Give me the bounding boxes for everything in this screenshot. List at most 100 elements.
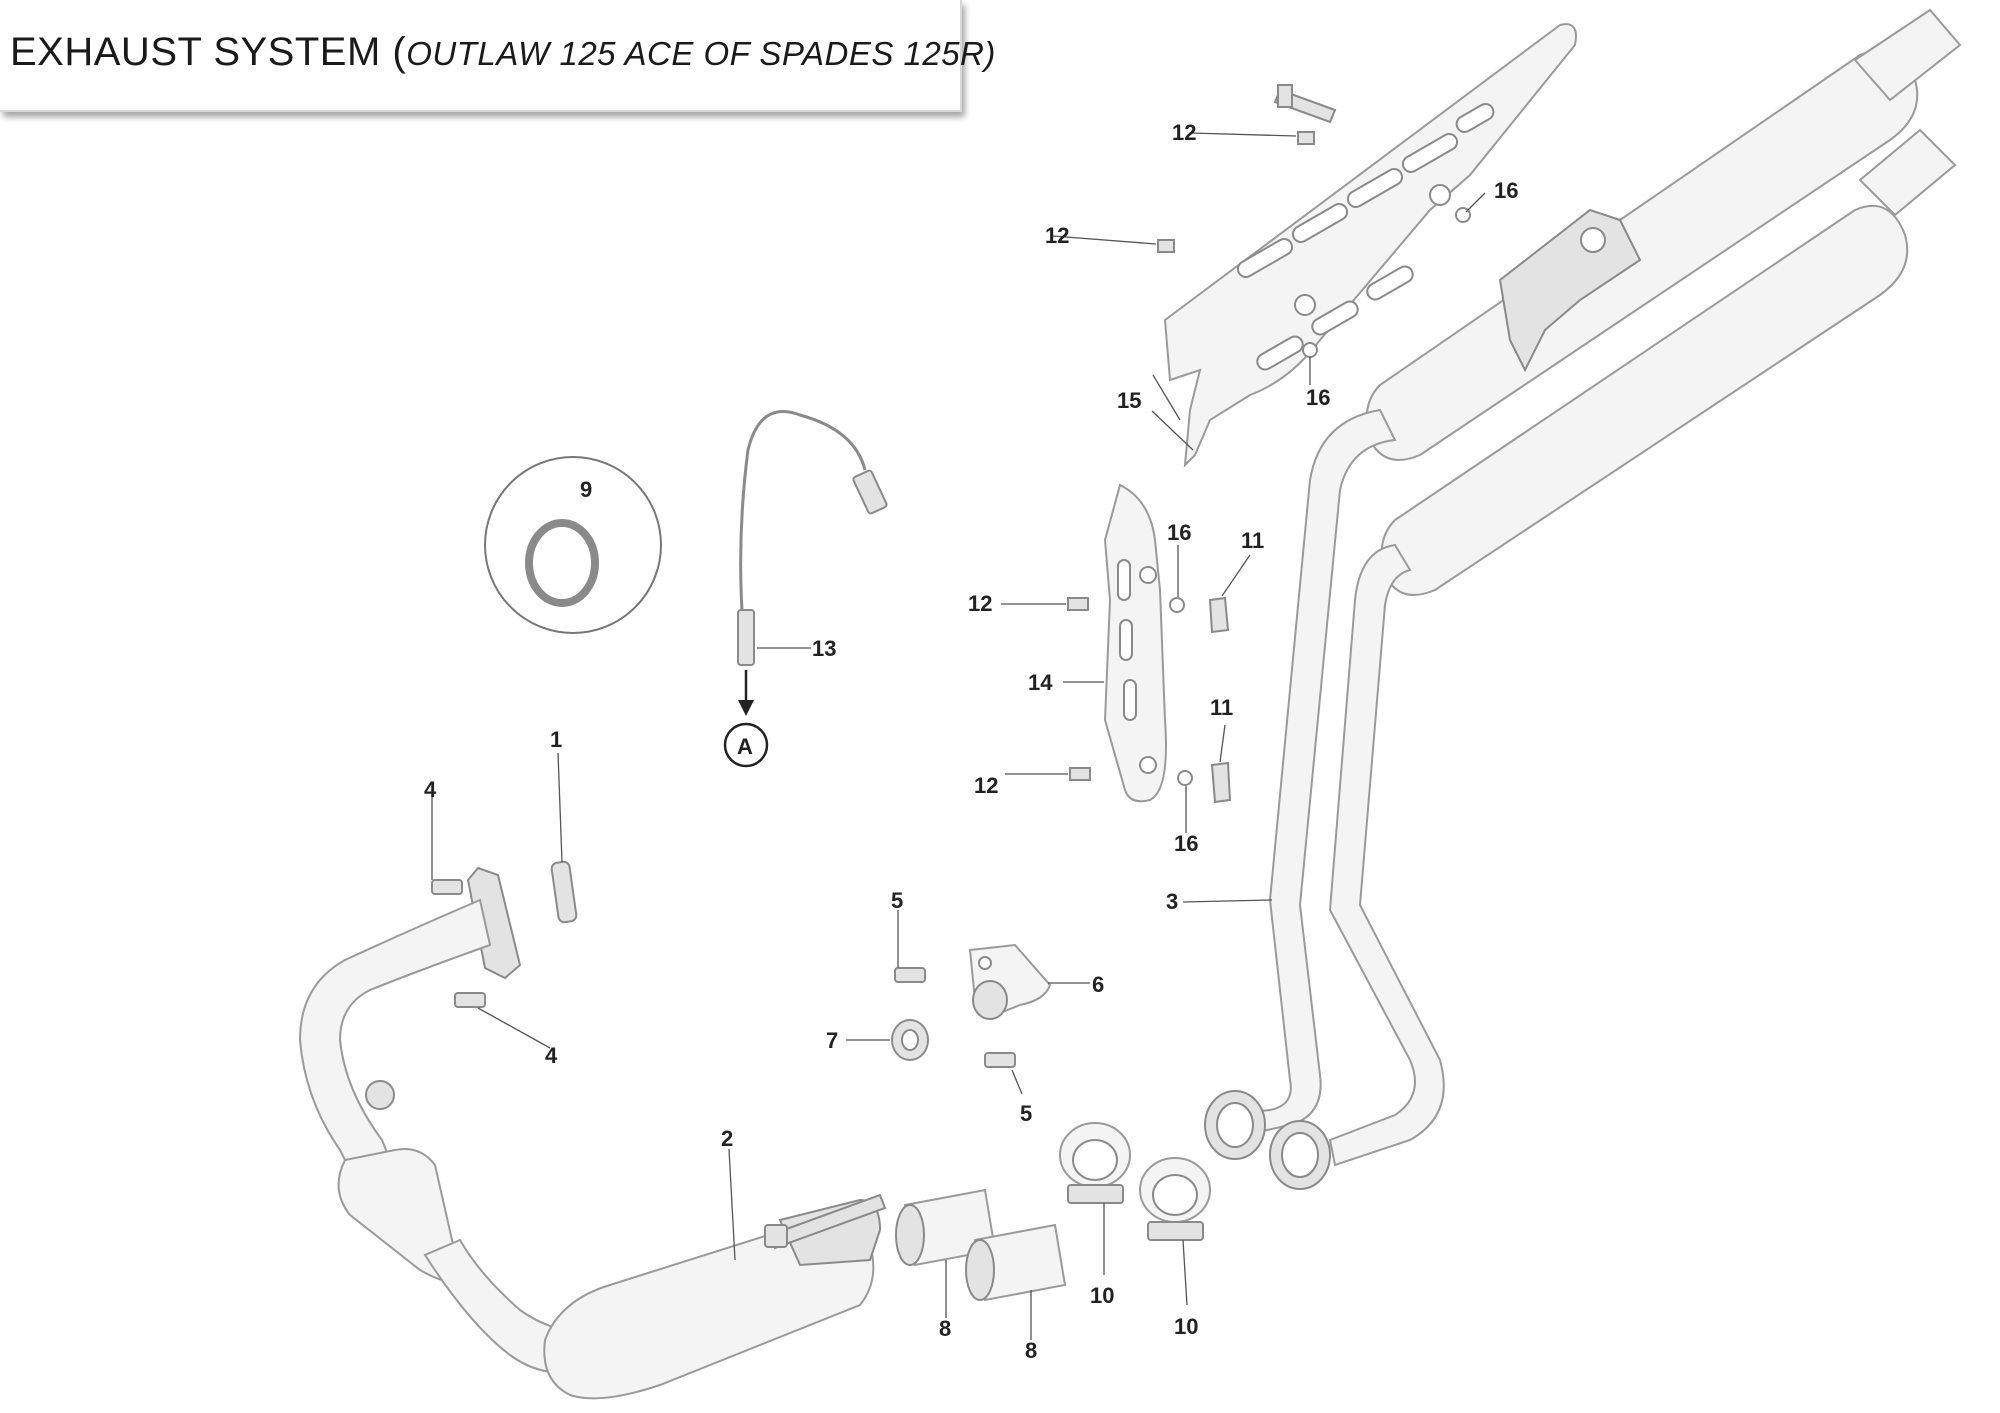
lower-shield-slot [1117,559,1131,601]
callout-2: 2 [721,1126,733,1151]
callout-7: 7 [826,1028,838,1053]
stud-nut-icon [764,1224,788,1248]
callout-13: 13 [812,636,836,661]
bolt-5b-icon [984,1052,1016,1068]
clamp-10a-bolt [1067,1184,1124,1204]
sensor-connector-icon [852,469,888,515]
callout-12b: 12 [1045,223,1069,248]
page-title: EXHAUST SYSTEM (OUTLAW 125 ACE OF SPADES… [10,30,996,75]
lower-shield-slot [1123,679,1137,721]
lower-tailpipe [1858,128,1957,217]
callout-12d: 12 [974,773,998,798]
silencer-bracket [1498,208,1642,373]
callout-16d: 16 [1174,831,1198,856]
mid-pipe-lower [1328,543,1445,1167]
bracket-hole [1580,227,1606,253]
sensor-bung-icon [365,1080,395,1110]
upper-tailpipe [1853,8,1962,102]
screw-12a-icon [1297,131,1315,145]
clamp-10a-bore [1072,1139,1118,1181]
title-models: OUTLAW 125 ACE OF SPADES 125R) [406,35,996,72]
clamps-10 [1059,1122,1211,1241]
callout-6: 6 [1092,972,1104,997]
shield-mount-hole [1429,184,1451,206]
detail-circle-9 [484,456,662,634]
shield-slot [1311,300,1359,336]
callout-11b: 11 [1210,695,1233,720]
callout-5b: 5 [1020,1101,1032,1126]
lower-shield-hole [1139,756,1157,774]
callout-9: 9 [580,477,592,502]
sleeve-8b-end [965,1239,995,1301]
silencer-assembly [1365,8,1962,596]
title-main: EXHAUST SYSTEM ( [10,30,407,74]
washer-16b-icon [1302,342,1318,358]
mid-pipe-inlet-lower-bore [1281,1132,1319,1178]
shield-slot [1236,238,1294,278]
arrow-down-icon [738,700,754,716]
bolt-4a-icon [431,879,463,895]
bolt-4b-icon [454,992,486,1008]
screw-12d-icon [1069,767,1091,781]
sleeves-8 [895,1188,1067,1302]
spacer-7-bore [901,1029,919,1051]
shield-slot [1401,133,1459,173]
callout-12a: 12 [1172,120,1196,145]
callout-10a: 10 [1090,1283,1114,1308]
shield-slot [1366,265,1414,301]
bracket-6-bushing [972,980,1008,1020]
washer-16d-icon [1177,770,1193,786]
heat-shield-lower-body [1103,483,1167,803]
pre-muffler [543,1221,875,1400]
leader-lines [431,132,1486,1340]
lower-heat-shield [1103,483,1167,803]
mid-pipe-inlet-upper-bore [1216,1102,1254,1148]
callout-16a: 16 [1494,178,1518,203]
bolt-5a-icon [894,967,926,983]
callout-4b: 4 [545,1043,558,1068]
shield-slot [1346,168,1404,208]
lower-shield-slot [1119,619,1133,661]
callout-12c: 12 [968,591,992,616]
upper-heat-shield [1163,23,1577,468]
bolt-head-icon [1277,84,1293,108]
lambda-sensor [723,410,888,768]
callout-5a: 5 [891,888,903,913]
callout-8b: 8 [1025,1338,1037,1363]
mid-pipe-assembly [1204,408,1445,1190]
callout-10b: 10 [1174,1314,1198,1339]
clip-11a-icon [1208,596,1230,634]
gasket-icon [550,860,578,924]
shield-mount-hole [1294,294,1316,316]
sensor-body-icon [737,609,755,666]
sleeve-8a-end [895,1204,925,1266]
screw-12b-icon [1157,239,1175,253]
lower-shield-hole [1139,566,1157,584]
ref-a-circle [723,722,769,768]
header-pipe [298,898,492,1172]
callout-14: 14 [1028,670,1053,695]
clamp-10b-bolt [1147,1221,1204,1241]
title-box: EXHAUST SYSTEM (OUTLAW 125 ACE OF SPADES… [0,0,995,112]
clip-11b-icon [1210,761,1232,804]
flange-icon [466,866,522,980]
shield-hardware [1067,84,1471,804]
bracket-6-hole [978,956,992,970]
shield-slot [1291,203,1349,243]
callout-ref-a: A [737,734,753,759]
washer-16c-icon [1169,597,1185,613]
callout-15: 15 [1117,388,1141,413]
shield-slot [1455,103,1495,133]
hose-clamp-icon [525,519,599,607]
screw-12c-icon [1067,597,1089,611]
clamp-10b-bore [1152,1174,1198,1216]
shield-slot [1256,335,1304,371]
callout-3: 3 [1166,889,1178,914]
callout-11a: 11 [1241,528,1264,553]
callout-labels: 12 12 12 12 16 16 16 16 11 11 15 14 13 3… [424,120,1518,1363]
callout-8a: 8 [939,1316,951,1341]
callout-4a: 4 [424,777,437,802]
callout-1: 1 [550,727,562,752]
detail-circle [484,456,662,634]
